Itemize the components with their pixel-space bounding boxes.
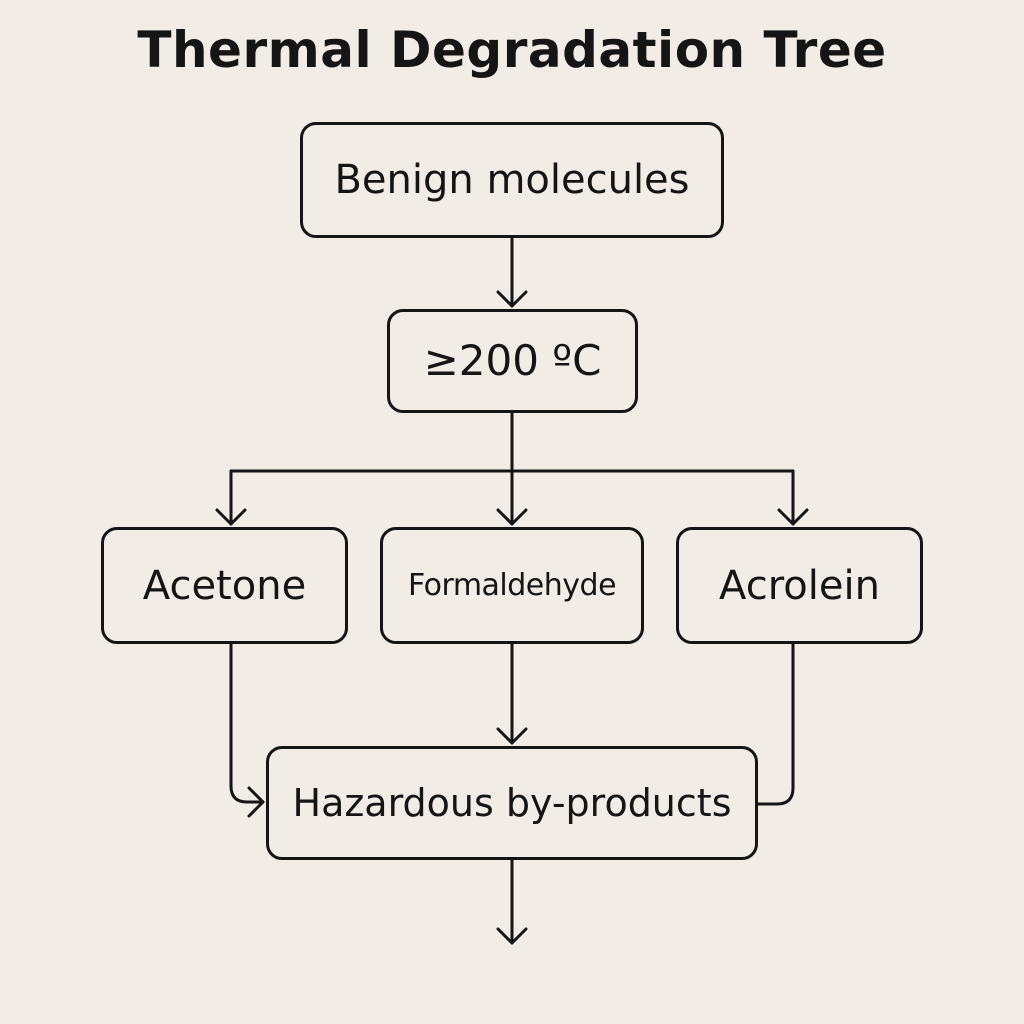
node-temperature-threshold: ≥200 ºC — [387, 309, 638, 413]
node-label: Hazardous by-products — [292, 781, 732, 825]
arrow-benign-to-temperature — [496, 236, 528, 308]
arrow-formaldehyde-to-hazardous — [496, 642, 528, 745]
node-formaldehyde: Formaldehyde — [380, 527, 644, 644]
arrow-branch-to-acrolein — [777, 469, 809, 526]
node-acrolein: Acrolein — [676, 527, 923, 644]
node-hazardous-by-products: Hazardous by-products — [266, 746, 758, 860]
node-label: Benign molecules — [334, 157, 690, 203]
arrow-hazardous-out — [496, 858, 528, 945]
arrow-acetone-to-hazardous — [229, 642, 265, 818]
arrow-branch-to-acetone — [215, 469, 247, 526]
node-label: ≥200 ºC — [423, 336, 602, 385]
node-label: Acetone — [142, 562, 307, 609]
node-acetone: Acetone — [101, 527, 348, 644]
node-label: Acrolein — [719, 562, 880, 609]
node-benign-molecules: Benign molecules — [300, 122, 724, 238]
arrow-temperature-to-formaldehyde — [496, 411, 528, 526]
line-acrolein-to-hazardous — [756, 642, 795, 806]
diagram-title: Thermal Degradation Tree — [137, 21, 887, 79]
node-label: Formaldehyde — [407, 567, 617, 603]
